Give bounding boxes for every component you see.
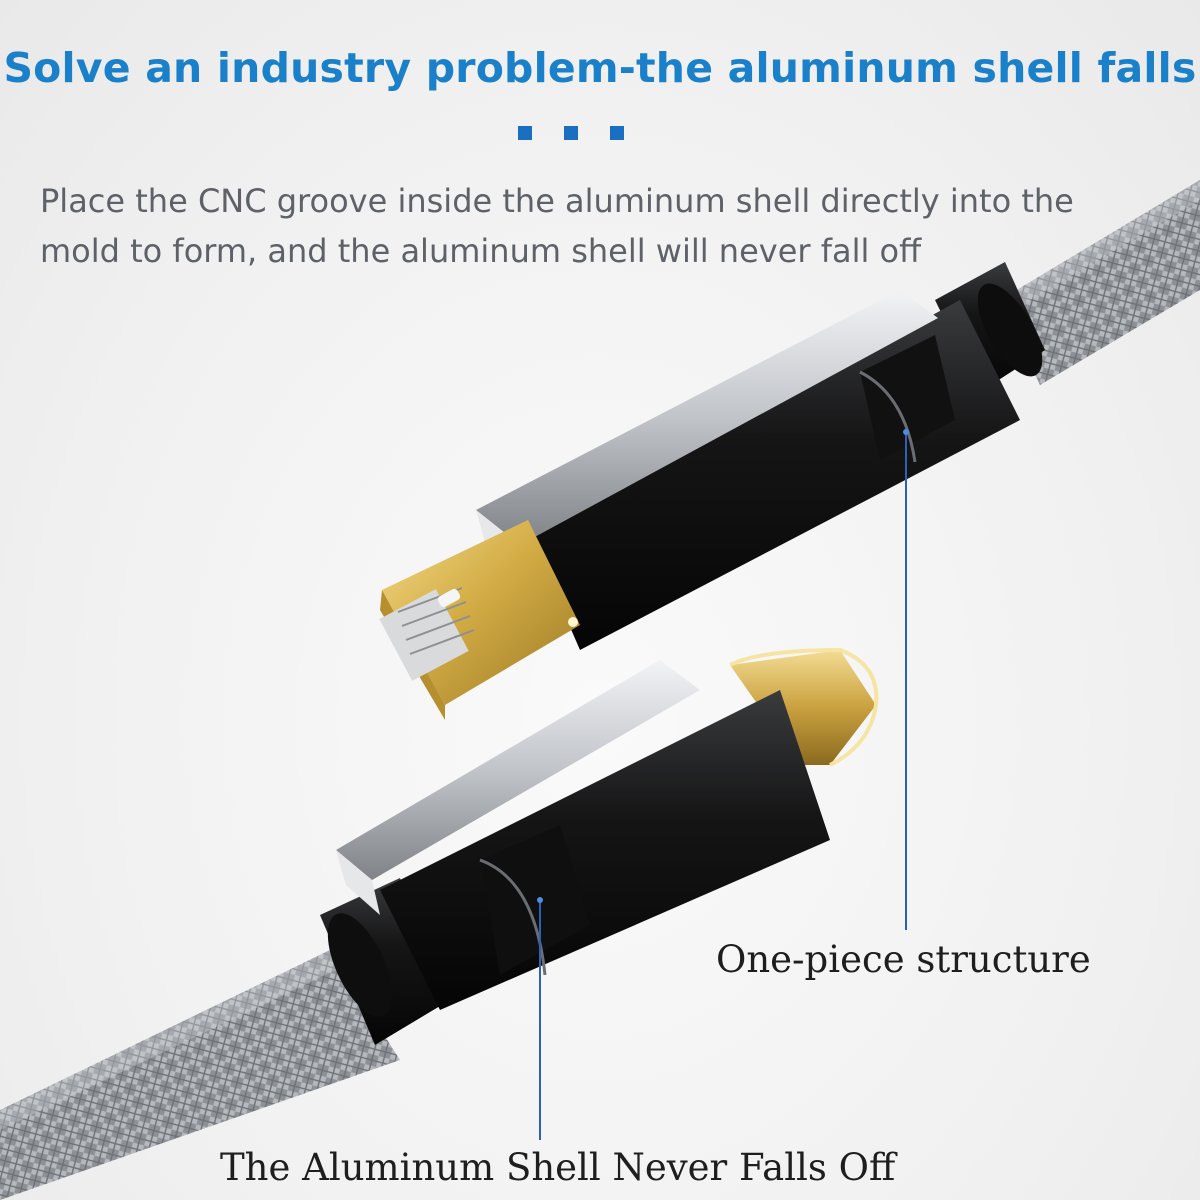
square-dot-icon	[564, 126, 578, 140]
square-dot-icon	[610, 126, 624, 140]
headline: Solve an industry problem-the aluminum s…	[3, 44, 1197, 92]
square-dot-icon	[518, 126, 532, 140]
bottom-braided-cable	[0, 950, 400, 1200]
callout-line-shell	[537, 897, 543, 1140]
one-piece-structure-label: One-piece structure	[716, 938, 1091, 981]
decor-dots	[512, 126, 632, 146]
top-braided-cable	[1000, 180, 1200, 385]
description-text: Place the CNC groove inside the aluminum…	[40, 182, 1074, 270]
callout-line-one-piece	[903, 429, 909, 930]
usb-c-connector	[320, 647, 879, 1045]
mini-displayport-connector	[379, 262, 1045, 720]
shell-never-falls-label: The Aluminum Shell Never Falls Off	[220, 1146, 896, 1189]
